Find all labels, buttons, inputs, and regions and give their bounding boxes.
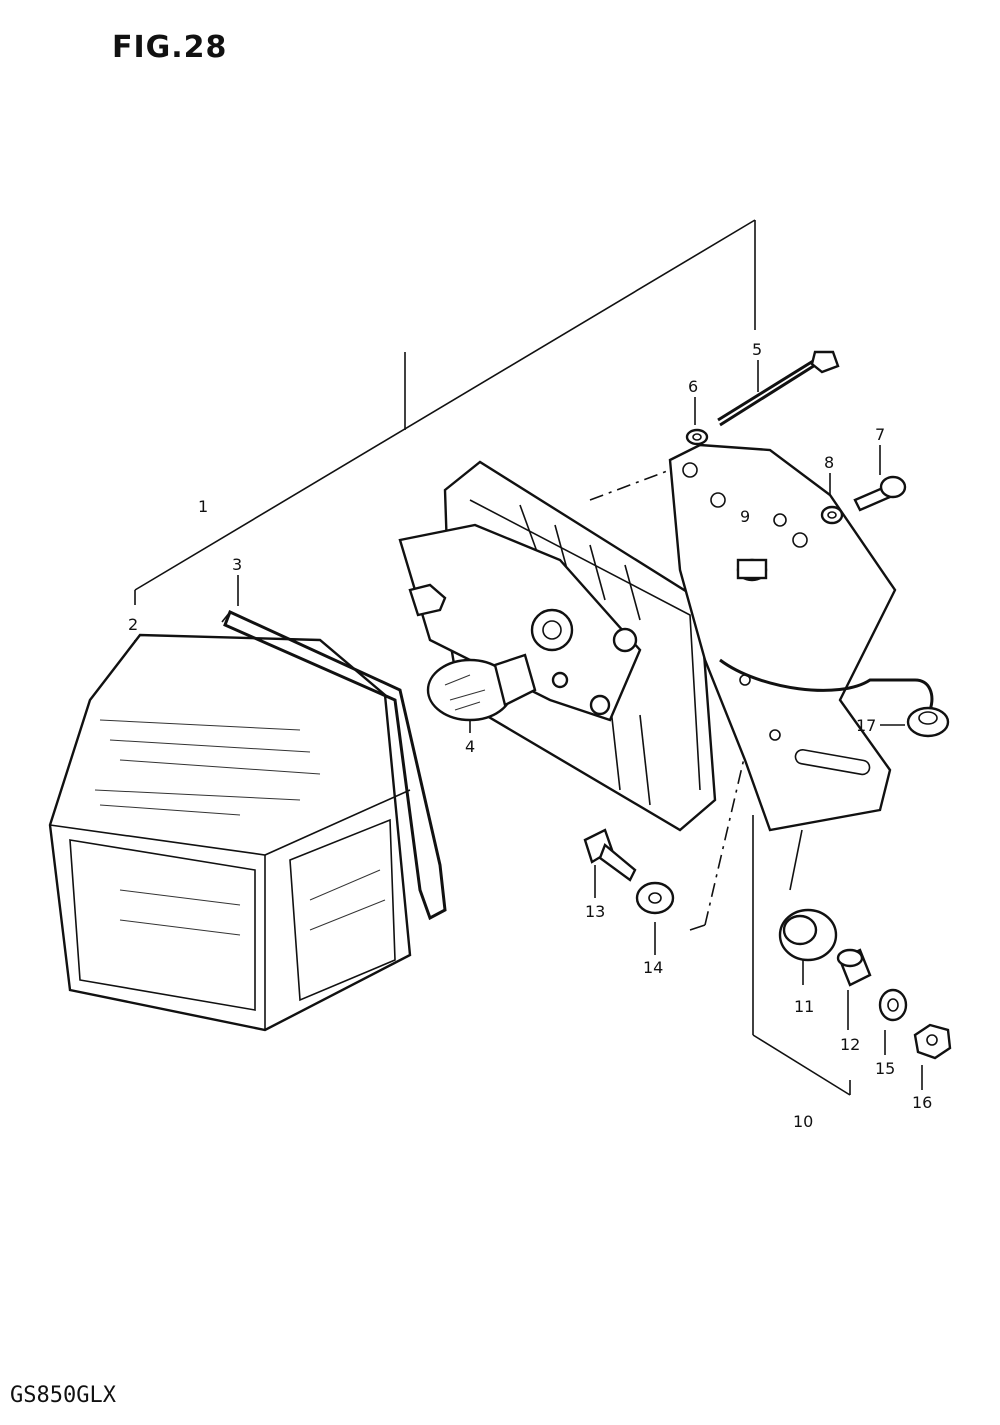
callout-12: 12	[840, 1035, 860, 1054]
callout-8: 8	[824, 453, 834, 472]
callout-5: 5	[752, 340, 762, 359]
callout-16: 16	[912, 1093, 932, 1112]
callout-10: 10	[793, 1112, 813, 1131]
mounting-bracket	[668, 443, 934, 832]
callout-14: 14	[643, 958, 663, 977]
callout-17: 17	[856, 716, 876, 735]
callout-3: 3	[232, 555, 242, 574]
model-code: GS850GLX	[10, 1383, 116, 1408]
callout-4: 4	[465, 737, 475, 756]
callout-9: 9	[740, 507, 750, 526]
callout-1: 1	[198, 497, 208, 516]
callout-6: 6	[688, 377, 698, 396]
gasket	[221, 609, 447, 921]
socket-plate	[398, 523, 642, 722]
callout-15: 15	[875, 1059, 895, 1078]
callout-7: 7	[875, 425, 885, 444]
callout-labels: 1 2 3 4 5 6 7 8 9 10 11 12 13 14 15 16 1…	[128, 340, 932, 1131]
lens-housing	[48, 633, 412, 1032]
bulb	[426, 653, 537, 722]
figure-title: FIG.28	[112, 30, 228, 65]
callout-2: 2	[128, 615, 138, 634]
callout-13: 13	[585, 902, 605, 921]
long-bolt	[717, 350, 840, 427]
callout-11: 11	[794, 997, 814, 1016]
hardware	[583, 350, 952, 1060]
